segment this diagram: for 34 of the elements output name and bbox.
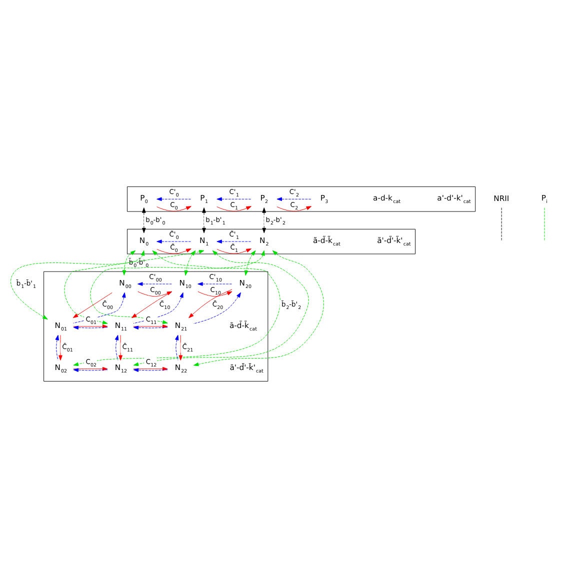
arrow — [156, 196, 192, 201]
arrow — [114, 334, 119, 360]
arrow — [133, 366, 168, 370]
arrow — [276, 196, 312, 201]
arrow — [244, 250, 256, 276]
arrow — [216, 206, 252, 211]
arrow — [262, 207, 266, 233]
arrow — [184, 250, 196, 276]
arrow — [193, 292, 241, 324]
arrow — [198, 282, 232, 286]
arrow — [73, 368, 108, 372]
arrow — [216, 248, 252, 254]
arrow — [188, 288, 232, 318]
arrow — [202, 207, 206, 233]
arrow — [156, 248, 192, 254]
arrow — [10, 250, 145, 319]
arrow — [73, 366, 108, 370]
arrow — [276, 206, 312, 211]
arrow — [142, 207, 146, 233]
arrow — [55, 334, 59, 360]
arrow — [198, 290, 232, 296]
arrow — [138, 282, 172, 286]
arrow — [118, 334, 122, 360]
arrow — [178, 334, 183, 360]
arrow — [174, 334, 179, 360]
arrow — [156, 239, 192, 243]
arrow — [193, 250, 324, 366]
arrow — [122, 250, 136, 275]
arrow — [58, 334, 62, 360]
arrow — [216, 196, 252, 201]
arrow — [133, 368, 168, 372]
arrow — [156, 206, 192, 211]
arrow — [73, 292, 126, 323]
arrow — [216, 239, 252, 243]
